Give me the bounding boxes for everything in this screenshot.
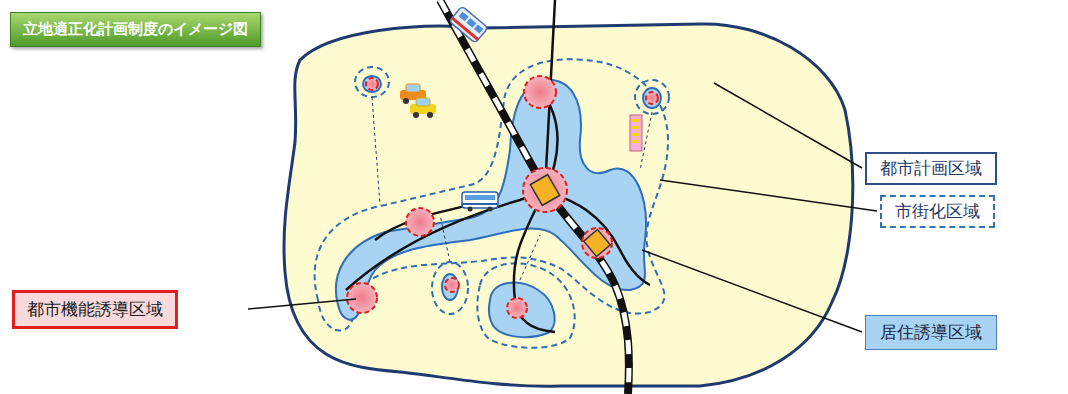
residential-area [336,76,661,337]
area-label: 都市機能誘導区域 [27,298,163,321]
car-icon [400,84,436,118]
building-icon [630,115,642,151]
railway [440,0,629,394]
area-label: 居住誘導区域 [880,321,982,344]
train-icon [449,6,488,43]
area-label: 市街化区域 [895,200,980,223]
urbanization-area-outline [315,59,669,347]
area-label-box: 市街化区域 [880,195,995,228]
urban-function-area [347,76,658,318]
area-label-box: 都市計画区域 [865,152,997,185]
bus-routes [346,0,650,332]
bus-icon [462,192,498,212]
city-planning-area [284,24,853,386]
area-label: 都市計画区域 [880,157,982,180]
area-label-box: 都市機能誘導区域 [12,290,178,329]
area-label-box: 居住誘導区域 [865,315,997,350]
title-box: 立地適正化計画制度のイメージ図 [10,12,261,47]
diagram-title: 立地適正化計画制度のイメージ図 [23,20,248,39]
station [530,175,610,257]
leader-lines [248,83,877,332]
